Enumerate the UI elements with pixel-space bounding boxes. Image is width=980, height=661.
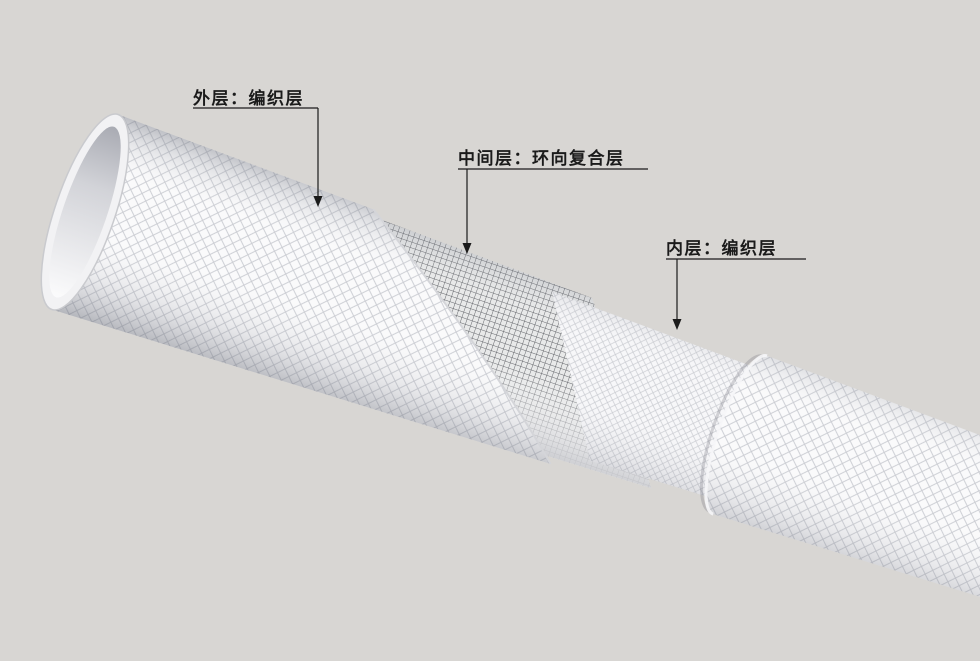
label-middle-layer: 中间层：环向复合层 xyxy=(458,149,625,168)
leader-outer xyxy=(193,107,319,197)
cut-rim-highlight xyxy=(704,354,768,516)
outer-cut-edge xyxy=(372,208,552,465)
outer-layer-left xyxy=(51,114,552,465)
leader-arrowheads xyxy=(313,196,682,330)
leader-inner xyxy=(666,258,806,320)
arrow-middle-icon xyxy=(462,243,472,254)
hose-body xyxy=(40,113,980,635)
opening-interior xyxy=(49,126,121,298)
cut-shadow-arc xyxy=(699,354,764,513)
arrow-inner-icon xyxy=(672,319,682,330)
leader-lines xyxy=(193,107,806,320)
arrow-outer-icon xyxy=(313,196,323,207)
label-inner-layer: 内层：编织层 xyxy=(666,239,777,258)
outer-layer-right xyxy=(699,354,980,635)
leader-middle xyxy=(458,168,648,244)
hose-opening xyxy=(40,113,130,311)
label-outer-layer: 外层：编织层 xyxy=(193,89,304,108)
